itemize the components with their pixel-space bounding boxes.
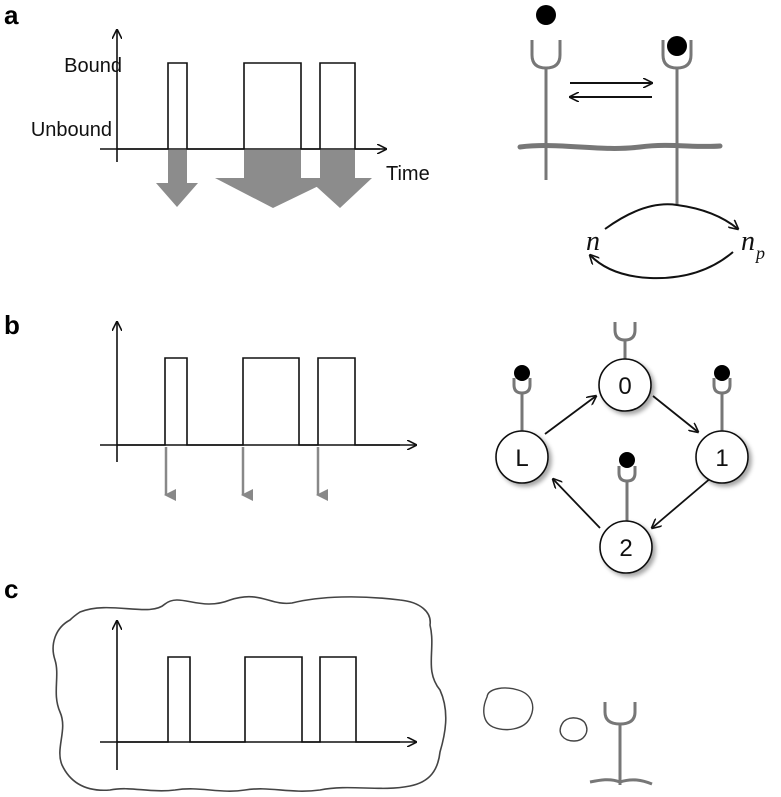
node-1-label: 1 bbox=[715, 445, 728, 472]
kinetic-proofreading-network: 0 1 2 L bbox=[495, 322, 749, 574]
panel-b-pulse-trace bbox=[117, 357, 400, 446]
node-0: 0 bbox=[598, 358, 652, 412]
node-l: L bbox=[495, 430, 549, 484]
membrane-c bbox=[589, 778, 653, 786]
phosphorylation-arrow bbox=[604, 203, 738, 229]
transition-l-to-0 bbox=[544, 396, 596, 435]
node-2: 2 bbox=[599, 520, 653, 574]
membrane bbox=[517, 142, 723, 151]
panel-c-receptor bbox=[589, 702, 653, 786]
ligand-node-1 bbox=[714, 365, 730, 381]
dephosphorylation-arrow bbox=[590, 251, 734, 280]
panel-c-trace bbox=[100, 621, 416, 770]
panel-a-receptor-schematic bbox=[517, 5, 738, 280]
transition-1-to-2 bbox=[652, 476, 713, 528]
receptor-cup-node-2 bbox=[617, 466, 637, 483]
thought-cloud bbox=[52, 595, 447, 792]
signal-arrow-1 bbox=[156, 150, 198, 207]
signal-arrow-3 bbox=[307, 150, 372, 208]
panel-a-trace bbox=[100, 30, 386, 162]
thought-bubble-large bbox=[483, 687, 534, 731]
panel-c-label: c bbox=[4, 574, 18, 604]
transition-0-to-1 bbox=[652, 395, 698, 432]
signal-arrow-2 bbox=[215, 150, 335, 208]
bound-ligand-dot bbox=[667, 36, 687, 56]
transition-2-to-l bbox=[553, 479, 601, 529]
node-0-label: 0 bbox=[618, 373, 631, 400]
ligand-node-l bbox=[514, 365, 530, 381]
ligand-node-2 bbox=[619, 452, 635, 468]
node-2-label: 2 bbox=[619, 535, 632, 562]
ligand-dot bbox=[536, 5, 556, 25]
unbound-label: Unbound bbox=[31, 119, 112, 141]
state-n-label: n bbox=[586, 226, 600, 257]
panel-b-trace bbox=[100, 322, 416, 501]
state-np-subscript: p bbox=[754, 243, 765, 263]
panel-a-pulse-trace bbox=[117, 62, 380, 150]
panel-a-signal-arrows bbox=[156, 150, 372, 208]
state-np-label: n bbox=[741, 226, 755, 257]
receptor-cup bbox=[530, 40, 562, 70]
bound-label: Bound bbox=[64, 55, 122, 77]
node-1: 1 bbox=[695, 430, 749, 484]
receptor-cup-c bbox=[603, 702, 637, 726]
receptor-cup-node-0 bbox=[613, 322, 637, 342]
thought-bubble-small bbox=[559, 717, 588, 742]
time-label: Time bbox=[386, 163, 430, 185]
panel-b-label: b bbox=[4, 310, 20, 340]
panel-c-pulse-trace bbox=[117, 656, 400, 743]
panel-a-label: a bbox=[4, 0, 19, 30]
node-l-label: L bbox=[515, 445, 528, 472]
